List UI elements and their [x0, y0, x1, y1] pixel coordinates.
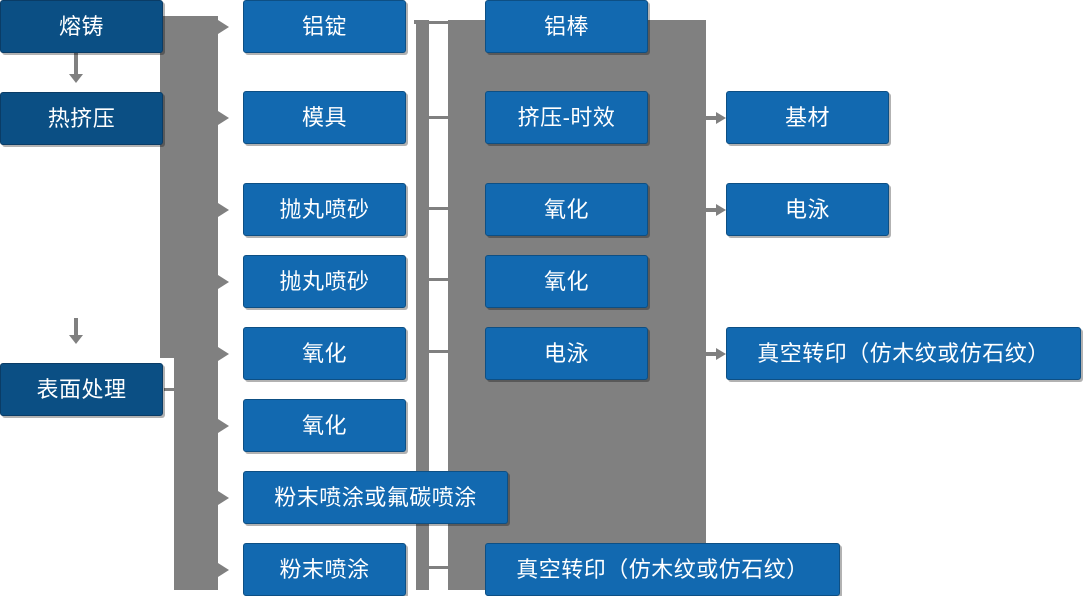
node-oxidize-1[interactable]: 氧化 — [243, 327, 406, 380]
connector-surface-to-trunk — [164, 388, 184, 391]
connector-tie-3 — [429, 207, 449, 210]
arrow-to-shotblast-2 — [218, 275, 229, 289]
connector-tie-4 — [429, 278, 449, 281]
node-electro-out[interactable]: 电泳 — [726, 183, 889, 236]
connector-middle-rail-stub — [414, 20, 418, 24]
connector-melt-to-extrude — [74, 52, 78, 78]
node-oxidize-3[interactable]: 氧化 — [485, 183, 648, 236]
node-powder-or-pvdf[interactable]: 粉末喷涂或氟碳喷涂 — [243, 471, 508, 524]
connector-tie-2 — [429, 116, 449, 119]
connector-left-trunk-notch — [160, 16, 176, 358]
node-surface-treatment[interactable]: 表面处理 — [0, 363, 163, 416]
arrow-head-to-vacuum-print — [716, 348, 726, 360]
node-mold[interactable]: 模具 — [243, 91, 406, 144]
node-vacuum-print-1[interactable]: 真空转印（仿木纹或仿石纹） — [485, 543, 840, 596]
node-extrude-aging[interactable]: 挤压-时效 — [485, 91, 648, 144]
node-hot-extrude[interactable]: 热挤压 — [0, 92, 163, 145]
node-substrate[interactable]: 基材 — [726, 91, 889, 144]
connector-melt-cast-stub — [162, 16, 176, 28]
node-vacuum-print-2[interactable]: 真空转印（仿木纹或仿石纹） — [726, 327, 1081, 380]
arrow-to-mold — [218, 111, 229, 125]
connector-tie-6 — [429, 566, 449, 569]
node-powder-coat[interactable]: 粉末喷涂 — [243, 543, 406, 596]
arrow-to-oxidize-2 — [218, 419, 229, 433]
node-melt-cast[interactable]: 熔铸 — [0, 0, 163, 53]
node-al-bar[interactable]: 铝棒 — [485, 0, 648, 53]
node-shotblast-2[interactable]: 抛丸喷砂 — [243, 255, 406, 308]
arrow-to-shotblast-1 — [218, 203, 229, 217]
arrow-head-to-substrate — [716, 112, 726, 124]
connector-left-trunk — [174, 16, 218, 590]
arrow-extrude-to-surface — [69, 335, 83, 344]
node-oxidize-4[interactable]: 氧化 — [485, 255, 648, 308]
connector-tie-1 — [429, 21, 449, 24]
arrow-to-al-ingot — [218, 20, 229, 34]
arrow-line-to-vacuum-print — [706, 352, 718, 356]
arrow-to-powder-pvdf — [218, 491, 229, 505]
arrow-to-oxidize-1 — [218, 347, 229, 361]
arrow-to-powder-coat — [218, 563, 229, 577]
node-al-ingot[interactable]: 铝锭 — [243, 0, 406, 53]
connector-extrude-to-surface — [74, 318, 78, 340]
node-shotblast-1[interactable]: 抛丸喷砂 — [243, 183, 406, 236]
arrow-melt-to-extrude — [69, 74, 83, 83]
node-oxidize-2[interactable]: 氧化 — [243, 399, 406, 452]
connector-middle-rail — [416, 20, 429, 590]
connector-tie-5 — [429, 350, 449, 353]
arrow-line-to-electro — [706, 208, 718, 212]
arrow-head-to-electro — [716, 204, 726, 216]
arrow-line-to-substrate — [706, 116, 718, 120]
node-electrophoresis[interactable]: 电泳 — [485, 327, 648, 380]
